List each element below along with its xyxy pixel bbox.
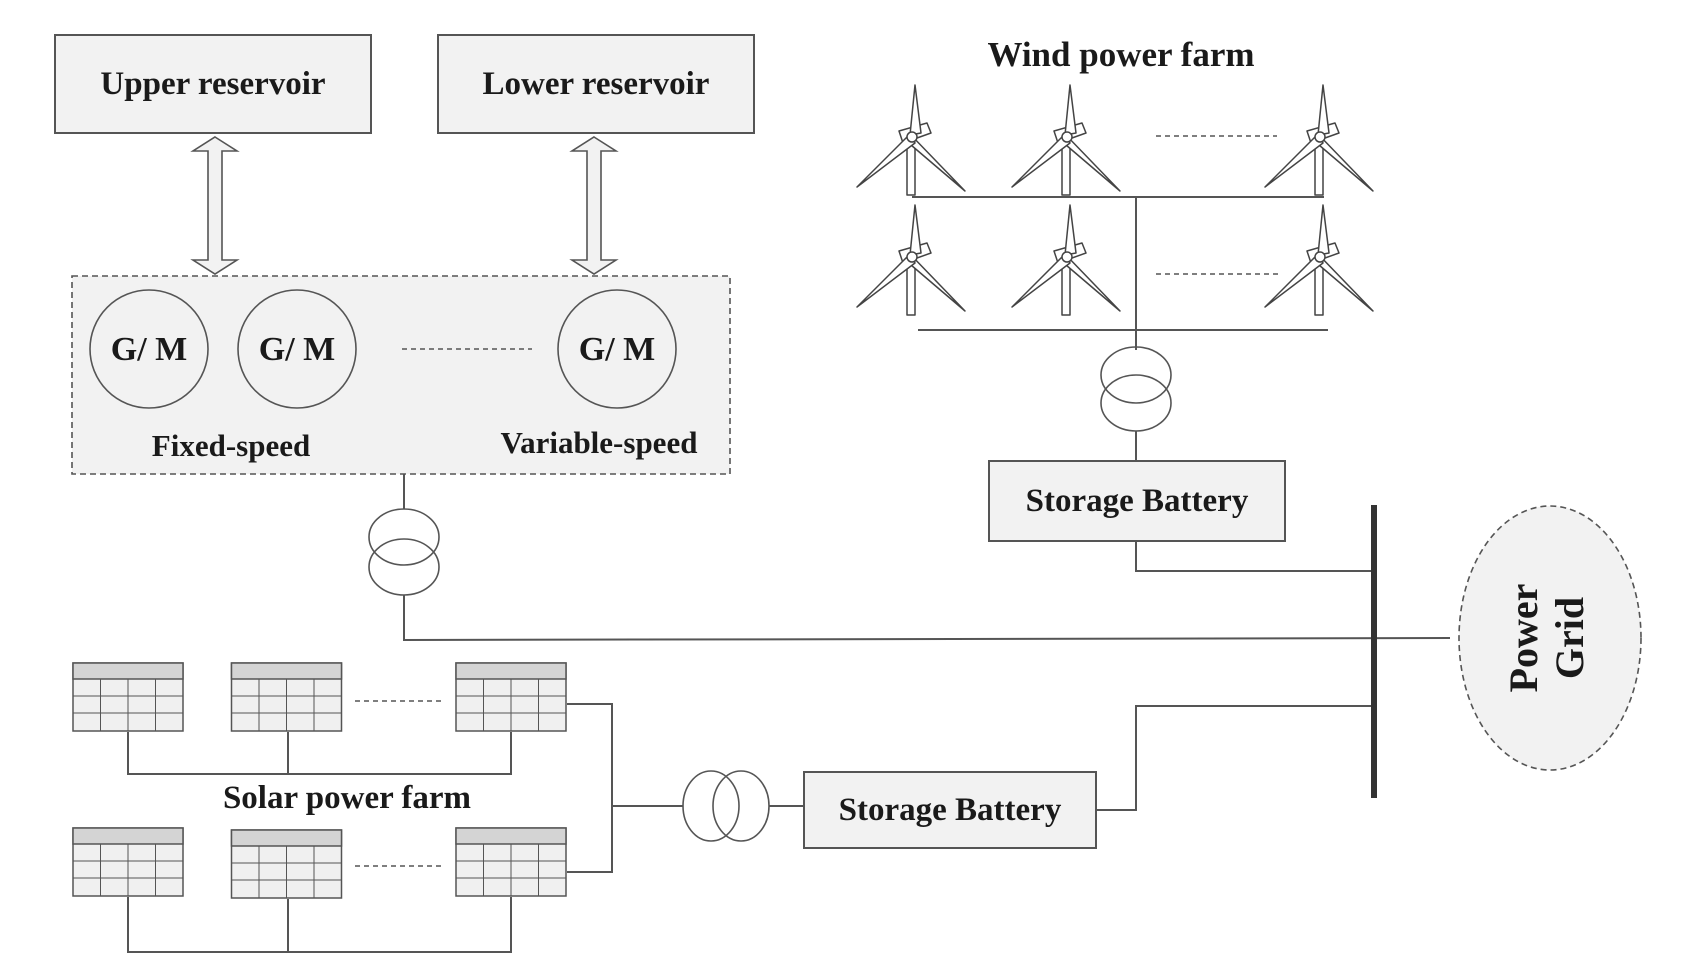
solar-feeder bbox=[1096, 705, 1374, 811]
wind-feeder bbox=[1135, 541, 1374, 572]
solar-farm-title: Solar power farm bbox=[223, 780, 471, 816]
wind-storage-battery-label: Storage Battery bbox=[1026, 483, 1249, 519]
generator-label: G/ M bbox=[579, 331, 655, 368]
fixed-speed-label: Fixed-speed bbox=[152, 428, 310, 463]
wind-turbine-icon bbox=[856, 84, 966, 196]
wind-turbine-icon bbox=[1011, 84, 1121, 196]
solar-panel-icon bbox=[455, 662, 567, 732]
wind-farm-title: Wind power farm bbox=[987, 35, 1254, 74]
wind-turbine-icon bbox=[1264, 204, 1374, 316]
wind-transformer-icon bbox=[1100, 346, 1172, 432]
pumped-storage-feeder bbox=[403, 595, 1451, 642]
lower-reservoir-label: Lower reservoir bbox=[483, 66, 710, 102]
power-grid: Power Grid bbox=[1458, 505, 1642, 771]
power-grid-label-line2: Grid bbox=[1547, 597, 1592, 679]
solar-panel-icon bbox=[72, 827, 184, 897]
wind-turbine-icon bbox=[1264, 84, 1374, 196]
solar-transformer-icon bbox=[682, 770, 770, 842]
generator-label: G/ M bbox=[259, 331, 335, 368]
solar-panel-icon bbox=[455, 827, 567, 897]
variable-speed-label: Variable-speed bbox=[501, 425, 698, 460]
solar-panel-icon bbox=[230, 829, 343, 899]
upper-reservoir-label: Upper reservoir bbox=[100, 66, 325, 102]
upper-reservoir: Upper reservoir bbox=[54, 34, 372, 134]
pumped-storage-units: G/ M G/ M G/ M Fixed-speed Variable-spee… bbox=[71, 275, 731, 475]
solar-panel-icon bbox=[230, 662, 343, 732]
solar-panel-icon bbox=[72, 662, 184, 732]
generator-motor-fixed-2: G/ M bbox=[237, 289, 357, 409]
solar-storage-battery: Storage Battery bbox=[803, 771, 1097, 849]
wind-turbine-icon bbox=[856, 204, 966, 316]
pumped-storage-transformer-icon bbox=[368, 508, 440, 596]
wind-turbine-icon bbox=[1011, 204, 1121, 316]
upper-flow-arrow bbox=[190, 136, 240, 275]
generator-label: G/ M bbox=[111, 331, 187, 368]
generator-motor-fixed-1: G/ M bbox=[89, 289, 209, 409]
generator-motor-variable: G/ M bbox=[557, 289, 677, 409]
lower-flow-arrow bbox=[569, 136, 619, 275]
wind-turbine-array bbox=[856, 84, 1374, 316]
solar-storage-battery-label: Storage Battery bbox=[839, 792, 1062, 828]
lower-reservoir: Lower reservoir bbox=[437, 34, 755, 134]
wind-storage-battery: Storage Battery bbox=[988, 460, 1286, 542]
power-grid-label-line1: Power bbox=[1501, 584, 1546, 693]
